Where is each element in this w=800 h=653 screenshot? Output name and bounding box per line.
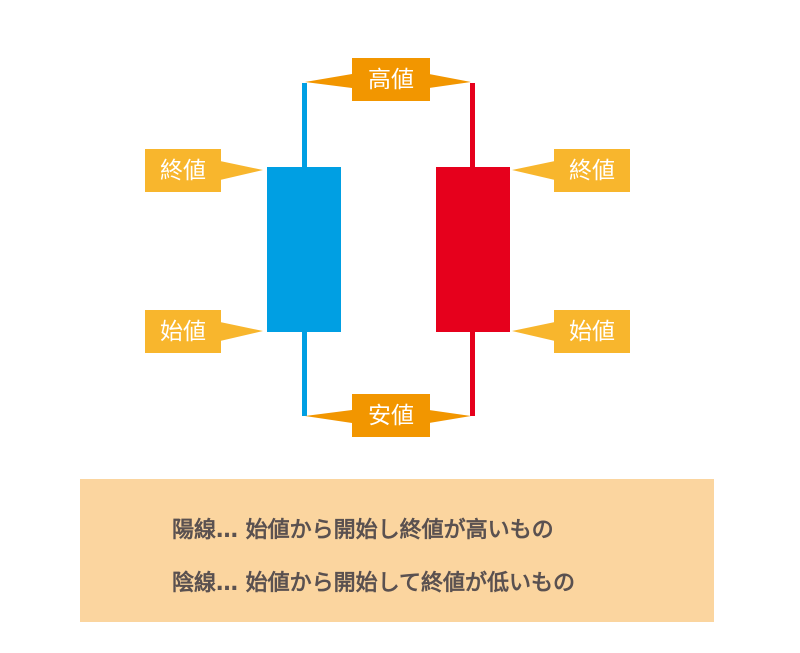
bullish-close-tag: 終値 — [145, 149, 263, 192]
high-label: 高値 — [368, 67, 414, 93]
bearish-close-tag: 終値 — [512, 149, 630, 192]
high-tag: 高値 — [305, 58, 471, 101]
bullish-open-label: 始値 — [160, 319, 206, 345]
bullish-open-tag: 始値 — [145, 310, 263, 353]
bearish-open-tag: 始値 — [512, 310, 630, 353]
bearish-close-label: 終値 — [569, 158, 615, 184]
bearish-legend-text: 陰線… 始値から開始して終値が低いもの — [172, 571, 576, 596]
bearish-candle-body — [436, 167, 510, 332]
bullish-candle-body — [267, 167, 341, 332]
bearish-open-label: 始値 — [569, 319, 615, 345]
legend-panel — [80, 479, 714, 622]
bullish-close-label: 終値 — [160, 158, 206, 184]
low-label: 安値 — [368, 403, 414, 429]
low-tag: 安値 — [305, 394, 471, 437]
bullish-legend-text: 陽線… 始値から開始し終値が高いもの — [172, 518, 554, 543]
